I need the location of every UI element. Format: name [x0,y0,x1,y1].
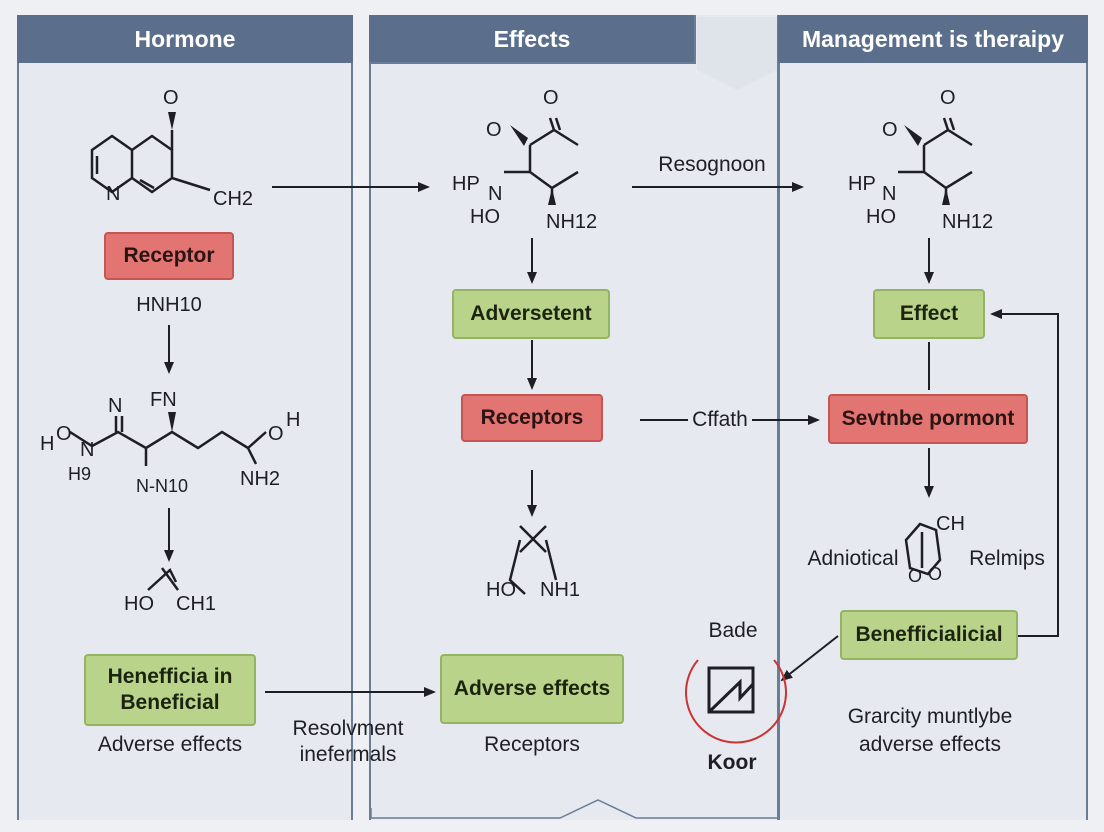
resognoon-label: Resognoon [658,153,766,176]
effects-mol-o-top: O [543,87,559,109]
mgmt-mol-n: N [882,183,896,205]
mgmt-mol-o-top: O [940,87,956,109]
mol2-o-left-label: O [56,423,72,445]
mol1-n-label: N [106,183,120,205]
koor-circle [685,659,787,744]
col2-caption: Receptors [484,733,580,756]
effects-mol-hp: HP [452,173,480,195]
bade-label: Bade [708,619,758,642]
beneficial-box: Henefficia in Beneficial [84,654,256,726]
mol2-h-left-label: H [40,433,54,455]
koor-label: Koor [707,751,757,774]
mgmt-mol-nh: NH12 [942,211,993,233]
effects-mol-ho: HO [470,206,500,228]
mol2-fn-label: FN [150,389,177,411]
adverse-effects-box: Adverse effects [440,654,624,724]
mol1-o-label: O [163,87,179,109]
header-hormone: Hormone [17,15,353,63]
cffath-label: Cffath [692,408,748,431]
header-management: Management is theraipy [778,15,1088,63]
effects-bottom-notch [370,799,777,819]
effect-box: Effect [873,289,985,339]
receptors-box: Receptors [461,394,603,442]
management-bottom-mol-bonds [904,522,942,576]
mol2-o-right-label: O [268,423,284,445]
beneficial-box-line1: Henefficia in [107,665,233,688]
mol3-ch-label: CH1 [176,593,216,615]
effects-mol-o-left: O [486,119,502,141]
col1-caption: Adverse effects [97,733,243,756]
mgmt-bottom-ch: CH [936,513,965,535]
col3-caption-line2: adverse effects [858,733,1002,756]
management-mol-bonds [898,117,973,205]
adniotical-label: Adniotical [807,547,899,570]
benefficialicial-box: Benefficialicial [840,610,1018,660]
mol1-ch-label: CH2 [213,188,253,210]
sevtnbe-pormont-box: Sevtnbe pormont [828,394,1028,444]
mgmt-mol-o-left: O [882,119,898,141]
mol2-h-right-label: H [286,409,300,431]
receptor-box: Receptor [104,232,234,280]
mol2-n-left-label: N [80,439,94,461]
effects-mol-n: N [488,183,502,205]
effects-bottom-nh: NH1 [540,579,580,601]
header-effects: Effects [369,15,695,63]
hnh-formula: HNH10 [136,294,202,316]
resolvment-line1: Resolvment [292,717,404,740]
mol3-bonds [147,567,180,591]
mgmt-bottom-o1: O [908,566,922,586]
effects-bottom-ho: HO [486,579,516,601]
effects-notch-fill [697,17,777,90]
mgmt-bottom-o2: O [928,564,942,584]
mol1-bonds [90,130,211,194]
effects-bottom-mol-bonds [508,525,558,595]
mol2-n-bottom-label: N-N10 [136,476,188,496]
mgmt-mol-hp: HP [848,173,876,195]
adversetent-box: Adversetent [452,289,610,339]
mol3-ho-label: HO [124,593,154,615]
mol2-h9-label: H9 [68,464,91,484]
mol2-nh2-label: NH2 [240,468,280,490]
relmips-label: Relmips [969,547,1045,570]
mol2-n-label: N [108,395,122,417]
col3-caption-line1: Grarcity muntlybe [847,705,1013,728]
effects-mol-nh: NH12 [546,211,597,233]
resolvment-line2: inefermals [299,743,397,766]
beneficial-box-line2: Beneficial [120,691,220,714]
mgmt-mol-ho: HO [866,206,896,228]
mol2-bonds [69,416,267,466]
effects-notch [369,15,696,64]
